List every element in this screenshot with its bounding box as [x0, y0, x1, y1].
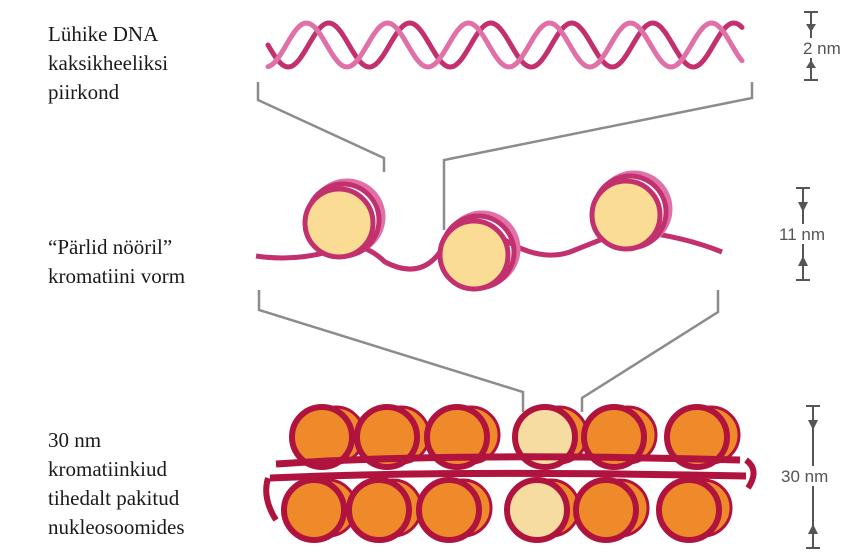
nucleosome — [305, 181, 383, 257]
fiber-bead-bottom — [284, 480, 356, 540]
scale-bar-nucleosome: 11 nm — [776, 188, 846, 280]
fiber-bead-bottom — [349, 480, 421, 540]
scale-label-30nm: 30 nm — [781, 467, 828, 486]
beads-on-string — [256, 173, 722, 289]
scale-bar-fiber: 30 nm — [778, 406, 848, 548]
scale-label-2nm: 2 nm — [803, 39, 841, 58]
fiber-bead-bottom — [659, 480, 731, 540]
chromatin-fiber-30nm — [266, 407, 753, 540]
dna-double-helix — [268, 23, 742, 67]
connector-mid-right — [582, 290, 718, 412]
fiber-bead-bottom — [419, 480, 491, 540]
fiber-bead-bottom — [507, 480, 579, 540]
connector-mid-left — [259, 290, 523, 412]
connector-top-left — [258, 82, 384, 172]
scale-label-11nm: 11 nm — [779, 225, 825, 244]
fiber-bead-bottom — [576, 480, 648, 540]
nucleosome — [440, 213, 518, 289]
nucleosome — [592, 173, 670, 249]
scale-bar-dna: 2 nm — [800, 12, 842, 80]
